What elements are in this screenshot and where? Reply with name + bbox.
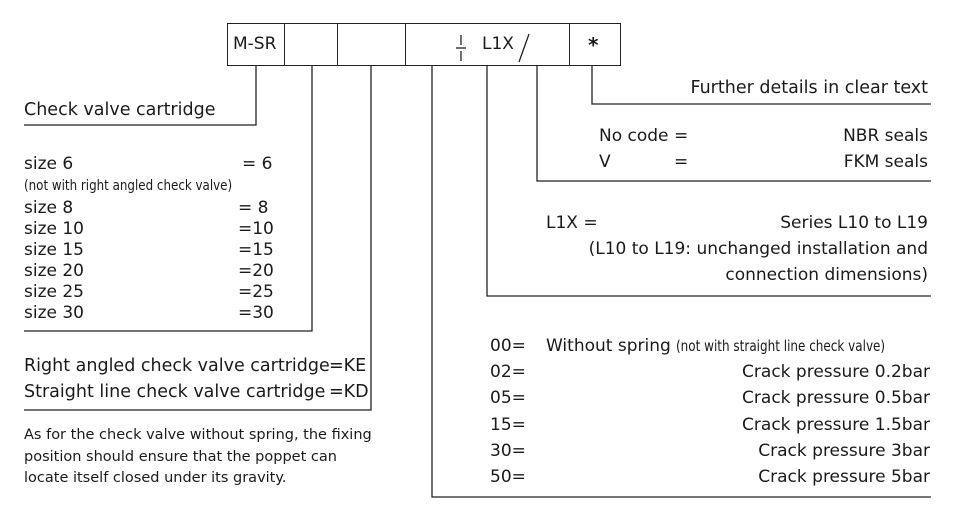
code-box-2 <box>284 23 338 66</box>
further-details-label: Further details in clear text <box>690 78 928 98</box>
code-series: L1X <box>482 34 514 54</box>
size-label: size 25 <box>24 282 84 302</box>
code-msr: M-SR <box>233 34 277 54</box>
leader-size <box>24 66 313 332</box>
note-line: As for the check valve without spring, t… <box>24 427 372 443</box>
spring-desc: Crack pressure 3bar <box>758 441 930 461</box>
seal-eq: = <box>674 152 689 172</box>
check-valve-label: Check valve cartridge <box>24 100 216 120</box>
size-code: =15 <box>238 240 274 260</box>
spring-desc: Crack pressure 1.5bar <box>742 415 930 435</box>
seal-eq: = <box>674 126 689 146</box>
spring-desc: Crack pressure 5bar <box>758 467 930 487</box>
spring-code: 02= <box>490 362 526 382</box>
size-code: = 6 <box>242 154 273 174</box>
size-label: size 10 <box>24 219 84 239</box>
leader-cartridge-type <box>24 66 372 411</box>
seal-code: No code <box>599 126 669 146</box>
size-label: size 8 <box>24 198 74 218</box>
size-label: size 20 <box>24 261 84 281</box>
leader-series <box>486 66 931 297</box>
series-code: L1X = <box>546 213 598 233</box>
spring-desc-main: Without spring <box>546 336 671 356</box>
spring-desc: Crack pressure 0.5bar <box>742 388 930 408</box>
leader-seals <box>536 66 931 182</box>
note-line: locate itself closed under its gravity. <box>24 470 287 486</box>
note-line: position should ensure that the poppet c… <box>24 449 337 465</box>
seal-desc: FKM seals <box>843 152 928 172</box>
code-box-3 <box>337 23 406 66</box>
size-code: =10 <box>238 219 274 239</box>
leader-further <box>591 66 931 105</box>
series-desc: Series L10 to L19 <box>780 213 928 233</box>
series-note: (L10 to L19: unchanged installation and <box>588 239 928 259</box>
slash-mark <box>518 33 530 63</box>
seal-desc: NBR seals <box>843 126 928 146</box>
leader-spring <box>431 66 931 498</box>
spring-code: 15= <box>490 415 526 435</box>
size-label: size 6 <box>24 154 74 174</box>
cartridge-type-code: =KD <box>329 382 369 402</box>
size-code: =25 <box>238 282 274 302</box>
size-code: =30 <box>238 303 274 323</box>
seal-code: V <box>599 152 611 172</box>
code-box-5 <box>569 23 621 66</box>
spring-code: 30= <box>490 441 526 461</box>
series-note: connection dimensions) <box>725 265 928 285</box>
size-label: size 15 <box>24 240 84 260</box>
cartridge-type-label: Right angled check valve cartridge <box>24 356 330 376</box>
leader-check-valve <box>24 66 257 126</box>
spring-code: 50= <box>490 467 526 487</box>
size-label: size 30 <box>24 303 84 323</box>
cartridge-type-code: =KE <box>329 356 367 376</box>
spring-desc: Without spring (not with straight line c… <box>546 338 938 355</box>
size-note: (not with right angled check valve) <box>24 178 233 194</box>
size-code: =20 <box>238 261 274 281</box>
size-code: = 8 <box>238 198 269 218</box>
spring-desc-note: (not with straight line check valve) <box>676 337 886 355</box>
spring-desc: Crack pressure 0.2bar <box>742 362 930 382</box>
code-star: * <box>588 33 599 57</box>
cartridge-type-label: Straight line check valve cartridge <box>24 382 326 402</box>
spring-code: 00= <box>490 336 526 356</box>
spring-code: 05= <box>490 388 526 408</box>
